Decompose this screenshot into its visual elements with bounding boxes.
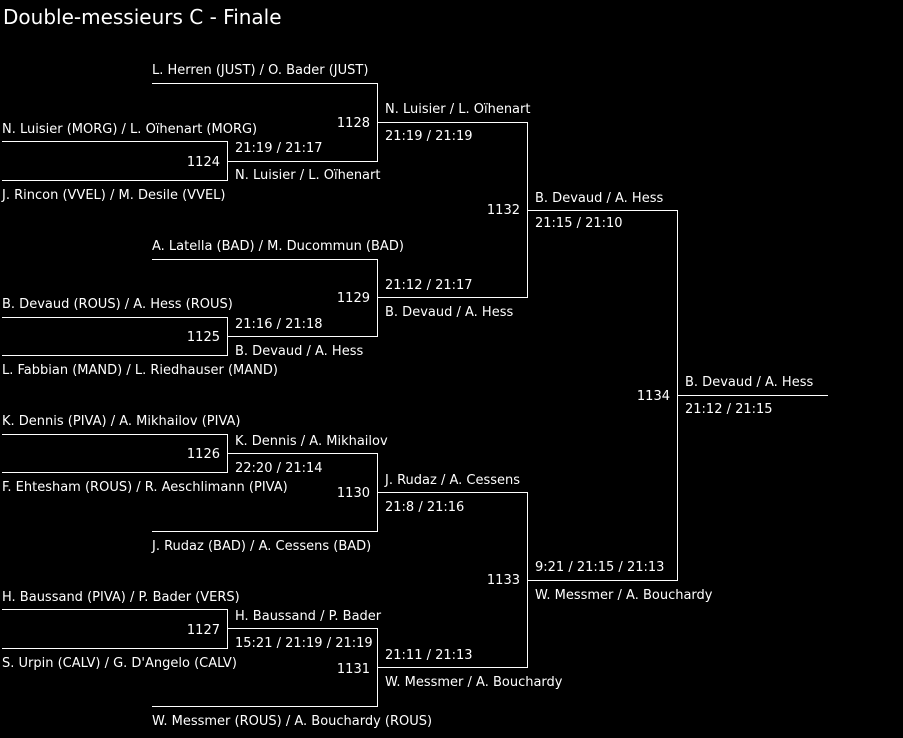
match-score: 21:19 / 21:19 [385, 129, 473, 144]
match-winner: B. Devaud / A. Hess [535, 191, 664, 206]
match-score: 21:12 / 21:15 [685, 402, 773, 417]
match-number: 1125 [186, 330, 220, 345]
bracket-line [2, 472, 228, 473]
entry-name: H. Baussand (PIVA) / P. Bader (VERS) [2, 590, 240, 605]
entry-name: L. Herren (JUST) / O. Bader (JUST) [152, 63, 369, 78]
bracket-line [528, 580, 678, 581]
bracket-line [378, 667, 528, 668]
bracket-line [227, 141, 228, 181]
match-number: 1131 [336, 662, 370, 677]
entry-name: L. Fabbian (MAND) / L. Riedhauser (MAND) [2, 363, 278, 378]
match-winner: B. Devaud / A. Hess [235, 344, 364, 359]
entry-name: S. Urpin (CALV) / G. D'Angelo (CALV) [2, 656, 237, 671]
bracket-line [228, 161, 378, 162]
bracket-line [152, 706, 378, 707]
match-score: 21:8 / 21:16 [385, 500, 465, 515]
entry-name: B. Devaud (ROUS) / A. Hess (ROUS) [2, 297, 233, 312]
match-winner: B. Devaud / A. Hess [385, 305, 514, 320]
match-number: 1132 [486, 203, 520, 218]
bracket-line [527, 492, 528, 668]
bracket-line [377, 628, 378, 707]
match-winner: N. Luisier / L. Oïhenart [235, 168, 381, 183]
entry-name: K. Dennis (PIVA) / A. Mikhailov (PIVA) [2, 414, 241, 429]
match-winner: K. Dennis / A. Mikhailov [235, 434, 388, 449]
bracket-line [377, 259, 378, 337]
bracket-line [2, 434, 228, 435]
bracket-line [227, 434, 228, 473]
bracket-line [378, 122, 528, 123]
bracket-line [2, 355, 228, 356]
bracket-line [152, 259, 378, 260]
entry-name: J. Rincon (VVEL) / M. Desile (VVEL) [2, 188, 226, 203]
match-winner: B. Devaud / A. Hess [685, 375, 814, 390]
bracket-line [677, 210, 678, 581]
bracket-line [527, 122, 528, 298]
match-number: 1130 [336, 486, 370, 501]
bracket-line [2, 180, 228, 181]
match-number: 1134 [636, 389, 670, 404]
match-number: 1126 [186, 447, 220, 462]
match-score: 15:21 / 21:19 / 21:19 [235, 636, 373, 651]
match-score: 21:11 / 21:13 [385, 648, 473, 663]
match-winner: H. Baussand / P. Bader [235, 609, 382, 624]
bracket-line [228, 453, 378, 454]
bracket-line [377, 453, 378, 532]
bracket-line [227, 317, 228, 356]
bracket-line [2, 317, 228, 318]
bracket-line [152, 531, 378, 532]
match-number: 1127 [186, 623, 220, 638]
bracket-line [378, 297, 528, 298]
match-number: 1129 [336, 291, 370, 306]
bracket-line [528, 210, 678, 211]
entry-name: J. Rudaz (BAD) / A. Cessens (BAD) [152, 539, 372, 554]
bracket-line [2, 141, 228, 142]
match-number: 1133 [486, 573, 520, 588]
match-score: 9:21 / 21:15 / 21:13 [535, 560, 665, 575]
match-score: 21:12 / 21:17 [385, 278, 473, 293]
bracket-line [678, 395, 828, 396]
match-number: 1128 [336, 116, 370, 131]
entry-name: A. Latella (BAD) / M. Ducommun (BAD) [152, 239, 404, 254]
entry-name: F. Ehtesham (ROUS) / R. Aeschlimann (PIV… [2, 480, 288, 495]
bracket-line [2, 609, 228, 610]
entry-name: W. Messmer (ROUS) / A. Bouchardy (ROUS) [152, 714, 433, 729]
match-winner: W. Messmer / A. Bouchardy [535, 588, 713, 603]
match-score: 21:15 / 21:10 [535, 216, 623, 231]
bracket-line [227, 609, 228, 649]
page-title: Double-messieurs C - Finale [3, 5, 282, 29]
match-winner: W. Messmer / A. Bouchardy [385, 675, 563, 690]
bracket-line [377, 83, 378, 162]
bracket-line [378, 492, 528, 493]
match-score: 22:20 / 21:14 [235, 461, 323, 476]
bracket-line [228, 628, 378, 629]
match-winner: N. Luisier / L. Oïhenart [385, 102, 531, 117]
entry-name: N. Luisier (MORG) / L. Oïhenart (MORG) [2, 122, 258, 137]
bracket-line [228, 336, 378, 337]
match-score: 21:19 / 21:17 [235, 141, 323, 156]
match-score: 21:16 / 21:18 [235, 317, 323, 332]
bracket-line [152, 83, 378, 84]
match-winner: J. Rudaz / A. Cessens [385, 473, 521, 488]
bracket-line [2, 648, 228, 649]
match-number: 1124 [186, 155, 220, 170]
